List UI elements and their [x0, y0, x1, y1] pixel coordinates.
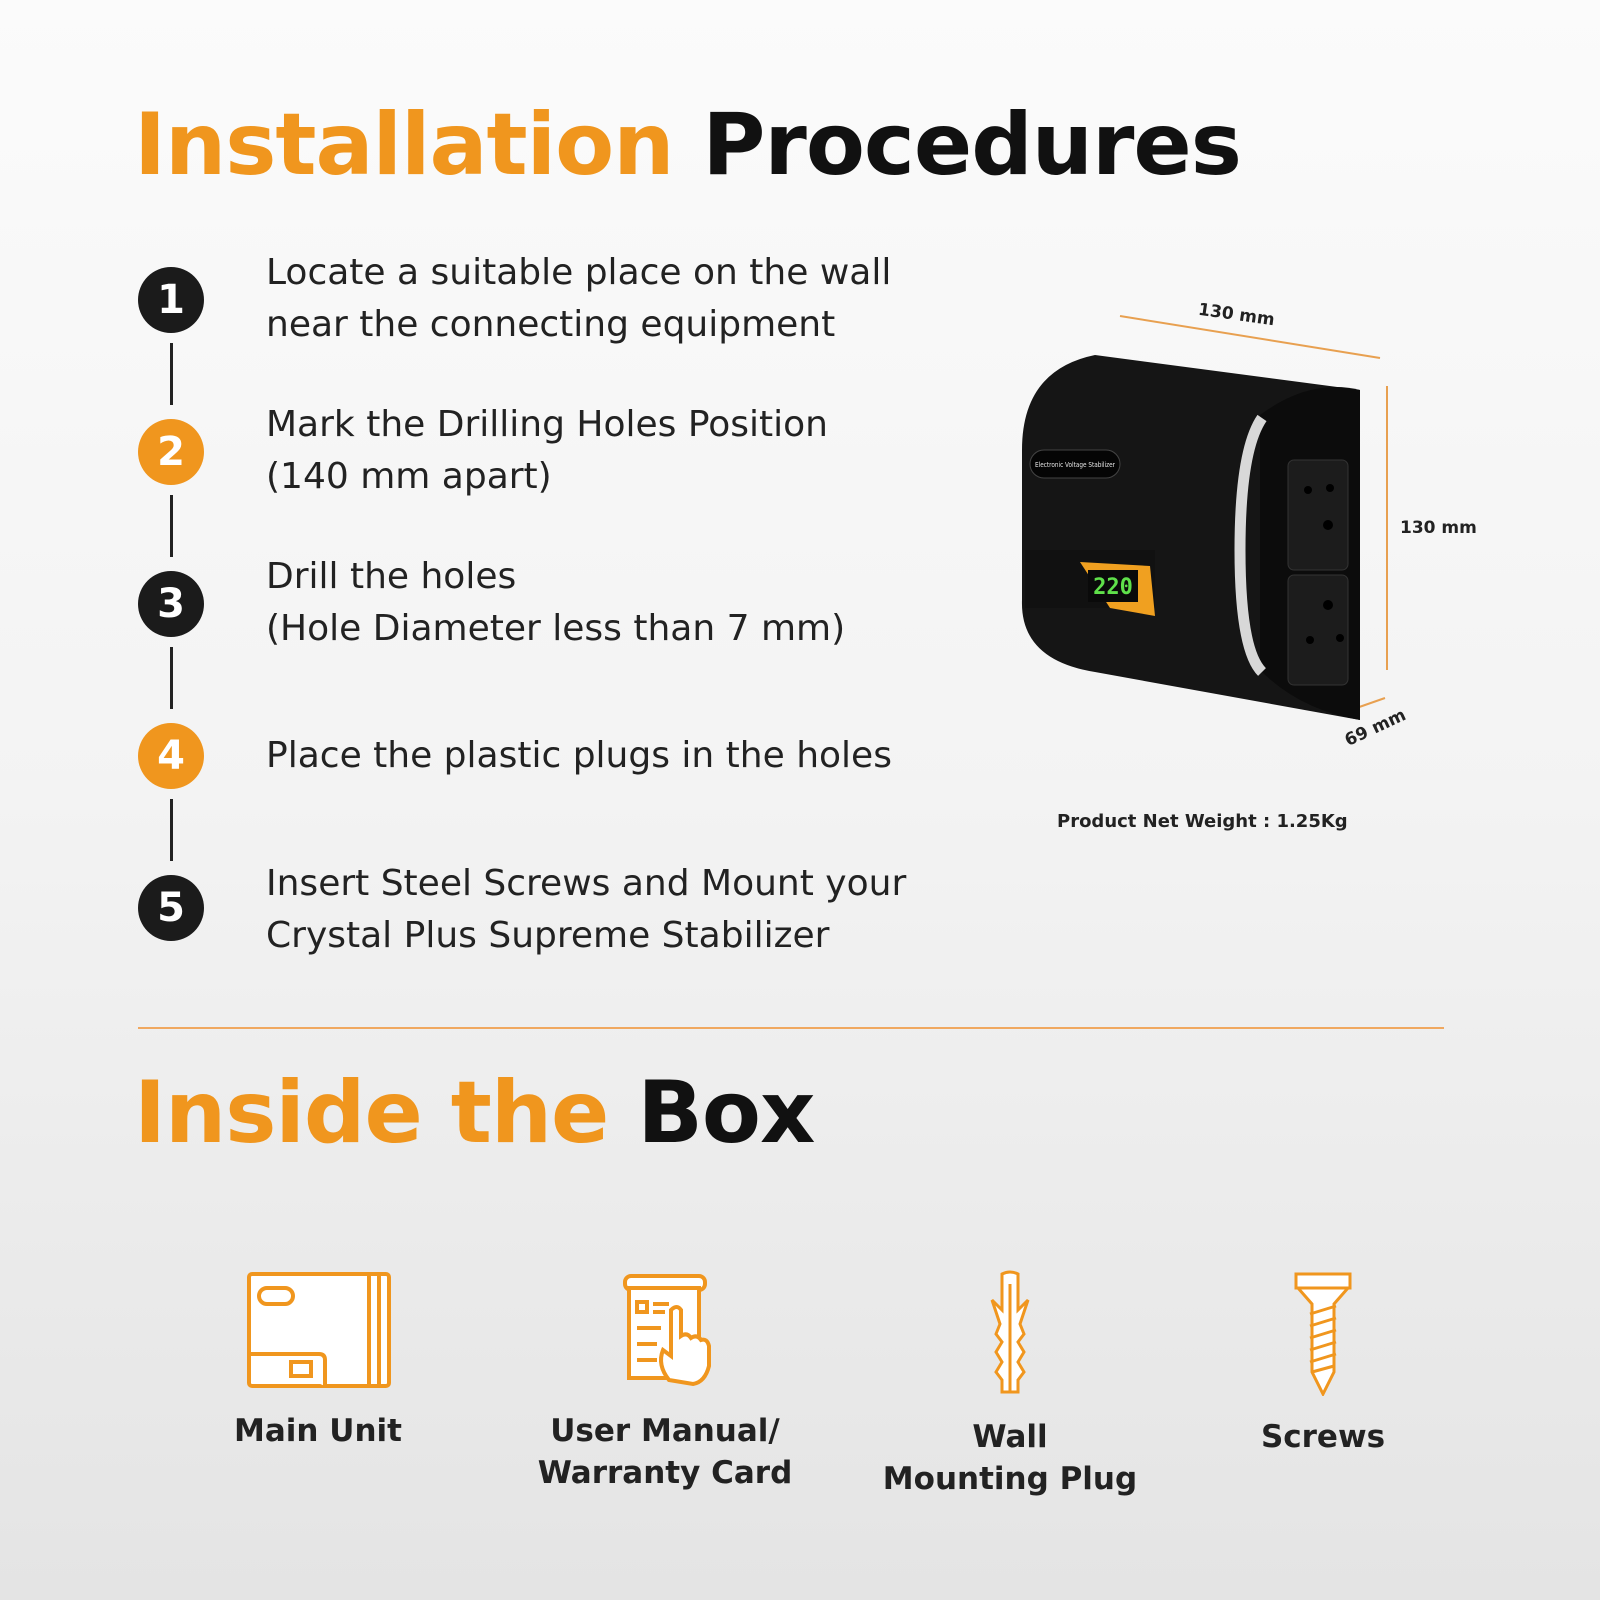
weight-label: Product Net Weight : 1.25Kg [1057, 811, 1348, 832]
step-2-badge: 2 [138, 419, 204, 485]
step-connector [170, 343, 173, 405]
step-connector [170, 495, 173, 557]
width-dimension-line [1119, 315, 1381, 359]
product-badge-text: Electronic Voltage Stabilizer [1035, 461, 1115, 469]
main-unit-icon [247, 1272, 391, 1388]
box-item-main-unit: Main Unit [168, 1270, 468, 1452]
stabilizer-product-image: Electronic Voltage Stabilizer 220 [1021, 315, 1388, 720]
box-item-screws: Screws [1173, 1270, 1473, 1458]
step-5-badge: 5 [138, 875, 204, 941]
step-3-badge: 3 [138, 571, 204, 637]
box-item-manual: User Manual/Warranty Card [515, 1270, 815, 1494]
step-connector [170, 799, 173, 861]
height-label: 130 mm [1400, 518, 1477, 538]
step-3-text: Drill the holes(Hole Diameter less than … [266, 556, 846, 649]
step-2-text: Mark the Drilling Holes Position(140 mm … [266, 404, 828, 497]
step-connector [170, 647, 173, 709]
product-badge [1029, 449, 1121, 479]
step-1-badge: 1 [138, 267, 204, 333]
wall-plug-icon [990, 1270, 1030, 1394]
section-divider [138, 1027, 1444, 1029]
step-4-badge: 4 [138, 723, 204, 789]
step-4-text: Place the plastic plugs in the holes [266, 735, 892, 776]
inside-box-title: Inside the Box [134, 1063, 815, 1163]
installation-title: Installation Procedures [134, 95, 1242, 195]
screw-icon [1294, 1272, 1352, 1396]
manual-icon [623, 1274, 711, 1387]
voltage-display: 220 [1093, 575, 1133, 600]
